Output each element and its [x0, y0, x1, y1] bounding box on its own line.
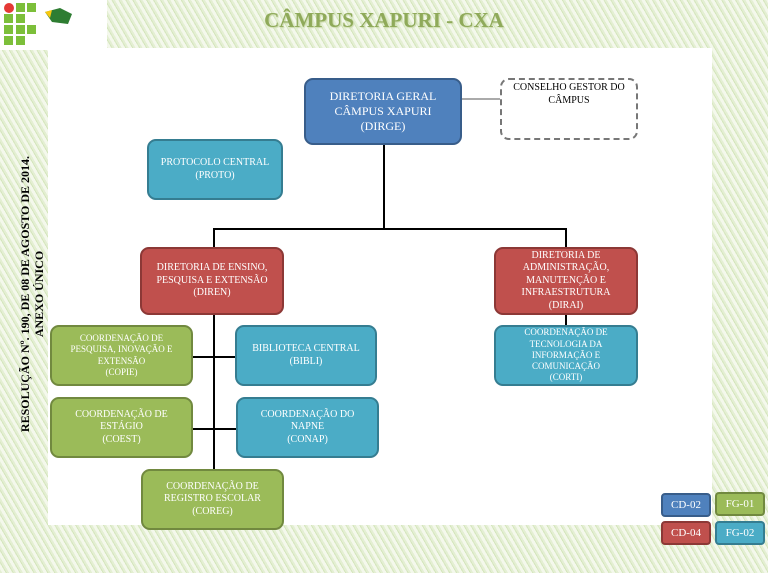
box-conap: COORDENAÇÃO DO NAPNE (CONAP)	[236, 397, 379, 458]
box-dirge: DIRETORIA GERAL CÂMPUS XAPURI (DIRGE)	[304, 78, 462, 145]
page-title: CÂMPUS XAPURI - CXA	[264, 8, 504, 32]
connector	[213, 228, 567, 230]
box-corti: COORDENAÇÃO DE TECNOLOGIA DA INFORMAÇÃO …	[494, 325, 638, 386]
connector	[383, 145, 385, 230]
box-coest: COORDENAÇÃO DE ESTÁGIO (COEST)	[50, 397, 193, 458]
resolution-text: RESOLUÇÃO Nº. 190, DE 08 DE AGOSTO DE 20…	[18, 155, 46, 433]
box-conselho: CONSELHO GESTOR DO CÂMPUS	[500, 78, 638, 140]
connector	[193, 428, 236, 430]
box-dirai: DIRETORIA DE ADMINISTRAÇÃO, MANUTENÇÃO E…	[494, 247, 638, 315]
legend-fg02: FG-02	[715, 521, 765, 545]
connector	[462, 98, 500, 100]
legend-fg01: FG-01	[715, 492, 765, 516]
box-proto: PROTOCOLO CENTRAL (PROTO)	[147, 139, 283, 200]
box-copie: COORDENAÇÃO DE PESQUISA, INOVAÇÃO E EXTE…	[50, 325, 193, 386]
box-diren: DIRETORIA DE ENSINO, PESQUISA E EXTENSÃO…	[140, 247, 284, 315]
legend-cd04: CD-04	[661, 521, 711, 545]
connector	[213, 228, 215, 470]
connector	[193, 356, 235, 358]
box-coreg: COORDENAÇÃO DE REGISTRO ESCOLAR (COREG)	[141, 469, 284, 530]
logo-icon	[4, 3, 72, 45]
box-bibli: BIBLIOTECA CENTRAL (BIBLI)	[235, 325, 377, 386]
legend-cd02: CD-02	[661, 493, 711, 517]
ifac-logo	[0, 0, 107, 50]
